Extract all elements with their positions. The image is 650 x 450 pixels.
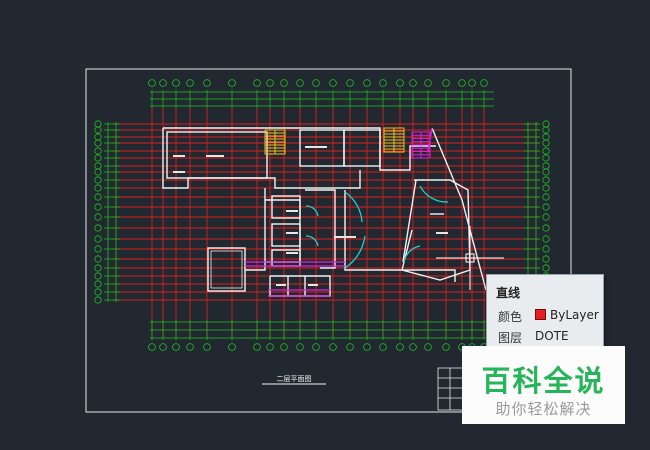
layer-label: 图层 [498, 331, 523, 345]
watermark-brand: 百科全说 [481, 364, 606, 398]
stairs [264, 127, 431, 159]
color-label: 颜色 [498, 310, 523, 324]
room-labels [173, 146, 448, 286]
color-value: ByLayer [550, 308, 599, 322]
door-arcs [305, 185, 449, 269]
sheet-border [85, 68, 572, 413]
sheet-title: 二层平面图 [277, 375, 312, 383]
axis-bubbles [94, 79, 550, 351]
crosshair-cursor-icon [436, 226, 504, 290]
watermark: 百科全说 助你轻松解决 [462, 346, 625, 424]
tooltip-title: 直线 [496, 286, 521, 300]
dimension-lines [104, 90, 540, 340]
layer-value: DOTE [535, 329, 569, 343]
entity-tooltip: 直线 颜色 ByLayer 图层 DOTE [486, 274, 604, 356]
red-square-icon [535, 309, 546, 320]
watermark-tagline: 助你轻松解决 [495, 400, 592, 418]
magenta-lines [245, 127, 433, 297]
